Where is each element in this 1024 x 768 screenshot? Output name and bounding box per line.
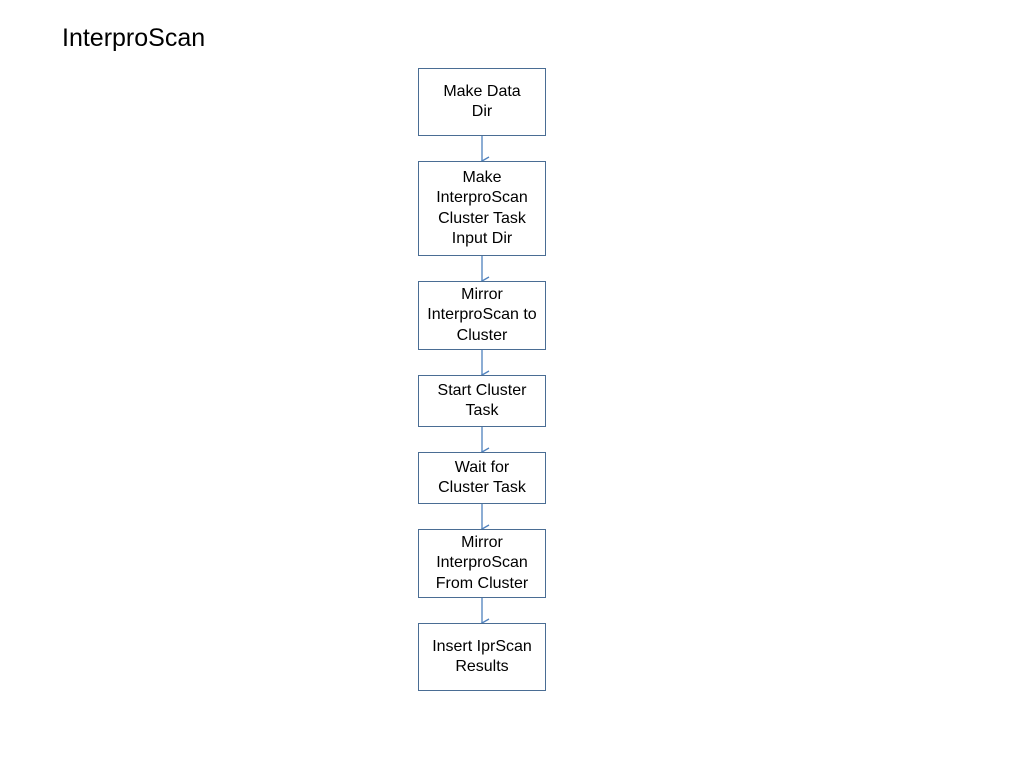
- step-insert-iprscan-results: Insert IprScan Results: [418, 623, 546, 691]
- step-label: Insert IprScan Results: [432, 637, 532, 676]
- page-title: InterproScan: [62, 24, 206, 52]
- step-mirror-interproscan-to-cluster: Mirror InterproScan to Cluster: [418, 281, 546, 350]
- step-label: Make InterproScan Cluster Task Input Dir: [436, 168, 528, 248]
- step-make-cluster-task-input-dir: Make InterproScan Cluster Task Input Dir: [418, 161, 546, 256]
- step-start-cluster-task: Start Cluster Task: [418, 375, 546, 427]
- step-label: Mirror InterproScan to Cluster: [427, 285, 537, 344]
- step-mirror-interproscan-from-cluster: Mirror InterproScan From Cluster: [418, 529, 546, 598]
- step-label: Wait for Cluster Task: [438, 458, 526, 497]
- step-wait-for-cluster-task: Wait for Cluster Task: [418, 452, 546, 504]
- step-label: Start Cluster Task: [437, 381, 527, 420]
- step-label: Make Data Dir: [443, 82, 521, 121]
- step-make-data-dir: Make Data Dir: [418, 68, 546, 136]
- step-label: Mirror InterproScan From Cluster: [435, 533, 529, 592]
